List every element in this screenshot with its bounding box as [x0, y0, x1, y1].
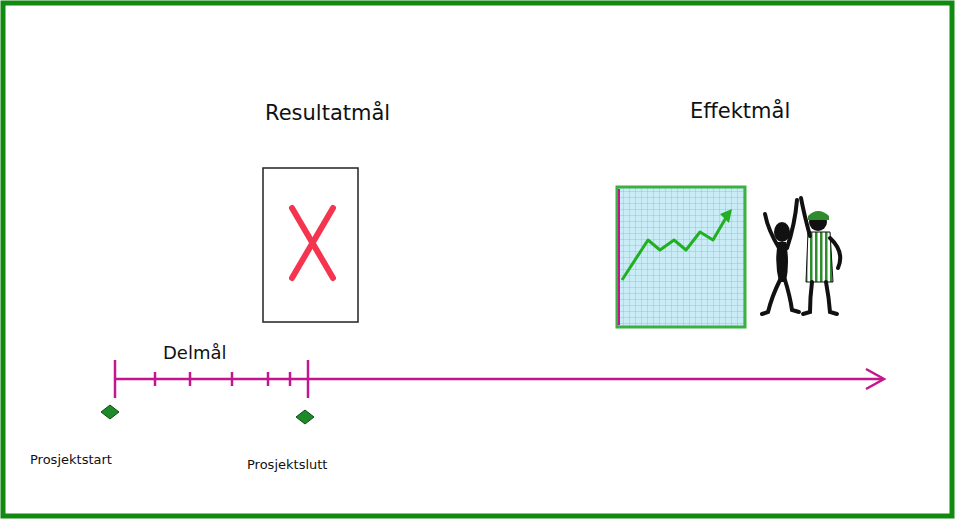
milestone-diamond [101, 405, 119, 419]
timeline-axis [115, 360, 884, 398]
red-cross [292, 208, 333, 278]
milestone-diamond [296, 410, 314, 424]
cheering-figures [762, 198, 840, 314]
timeline-label: Prosjektslutt [247, 457, 327, 473]
goal-heading: Resultatmål [265, 101, 390, 126]
goal-heading: Effektmål [690, 99, 790, 124]
growth-chart [617, 187, 745, 327]
result-box [263, 168, 358, 322]
frame-border [3, 3, 952, 516]
milestone-label: Delmål [163, 342, 227, 364]
timeline-label: Prosjektstart [30, 452, 112, 468]
